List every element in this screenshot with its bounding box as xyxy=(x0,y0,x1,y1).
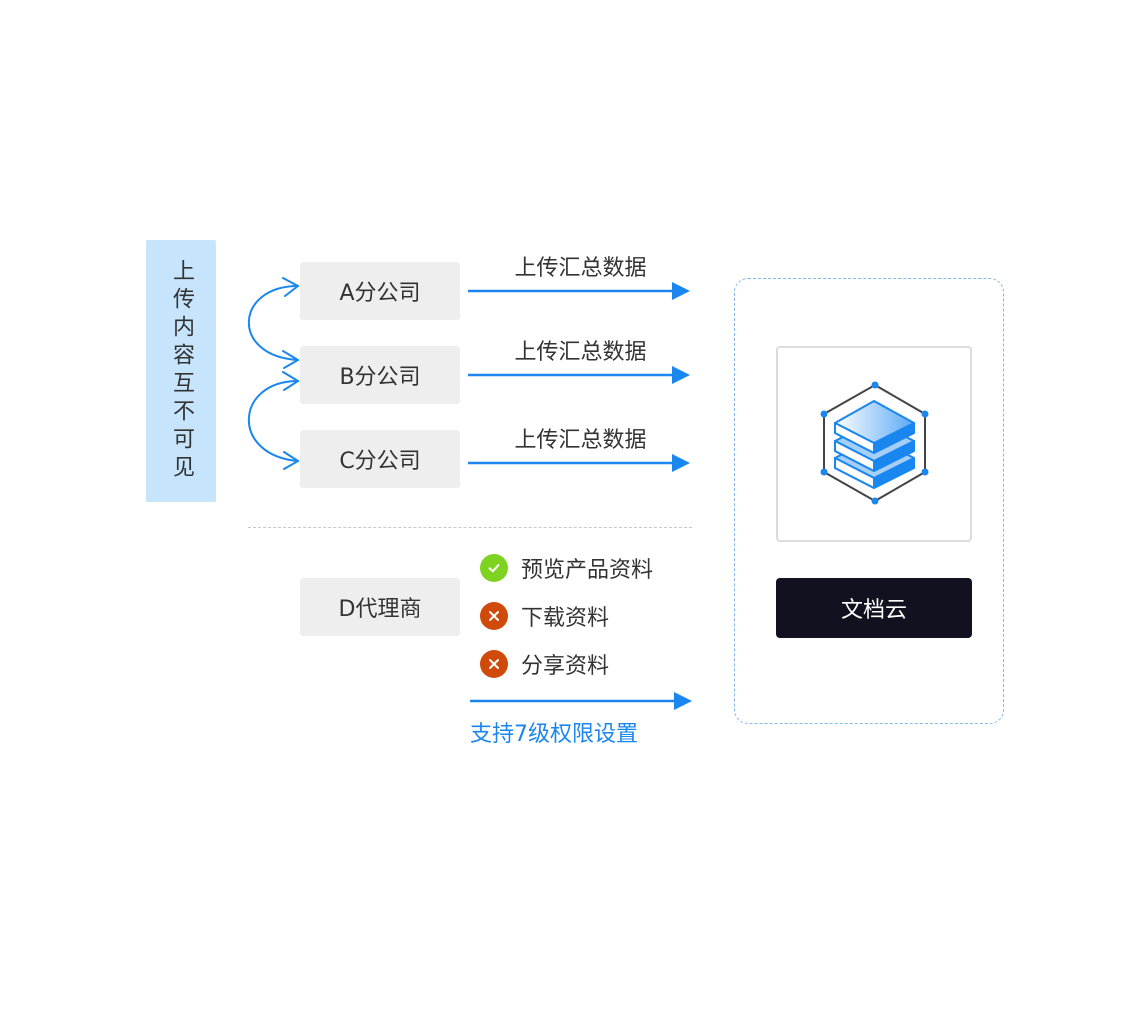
section-divider xyxy=(248,527,692,528)
curved-arrow-b-c xyxy=(247,380,299,462)
arrowhead-b-bottom xyxy=(282,371,299,391)
branch-node-c: C分公司 xyxy=(300,430,460,488)
stacked-layers-hexagon-icon xyxy=(820,381,929,505)
isolation-note-box: 上传内容互不可见 xyxy=(146,240,216,502)
permission-label: 预览产品资料 xyxy=(521,558,654,583)
permission-item-download: 下载资料 xyxy=(480,602,610,631)
close-icon xyxy=(480,650,508,678)
upload-label-c: 上传汇总数据 xyxy=(514,428,647,453)
curved-arrow-a-b xyxy=(247,285,299,361)
permission-levels-note: 支持7级权限设置 xyxy=(470,722,638,747)
check-icon xyxy=(480,554,508,582)
upload-label-a: 上传汇总数据 xyxy=(514,256,647,281)
close-icon xyxy=(480,602,508,630)
branch-node-a: A分公司 xyxy=(300,262,460,320)
permission-item-preview: 预览产品资料 xyxy=(480,554,654,583)
permission-label: 下载资料 xyxy=(521,606,610,631)
branch-node-b: B分公司 xyxy=(300,346,460,404)
cloud-logo-box xyxy=(776,346,972,542)
upload-label-b: 上传汇总数据 xyxy=(514,340,647,365)
cloud-container xyxy=(734,278,1004,724)
permission-item-share: 分享资料 xyxy=(480,650,610,679)
cloud-label-button: 文档云 xyxy=(776,578,972,638)
isolation-note-text: 上传内容互不可见 xyxy=(169,259,194,483)
agent-node-d: D代理商 xyxy=(300,578,460,636)
permission-label: 分享资料 xyxy=(521,654,610,679)
arrowhead-a xyxy=(282,277,299,297)
arrowhead-b-top xyxy=(282,350,299,369)
arrowhead-c xyxy=(283,451,299,470)
